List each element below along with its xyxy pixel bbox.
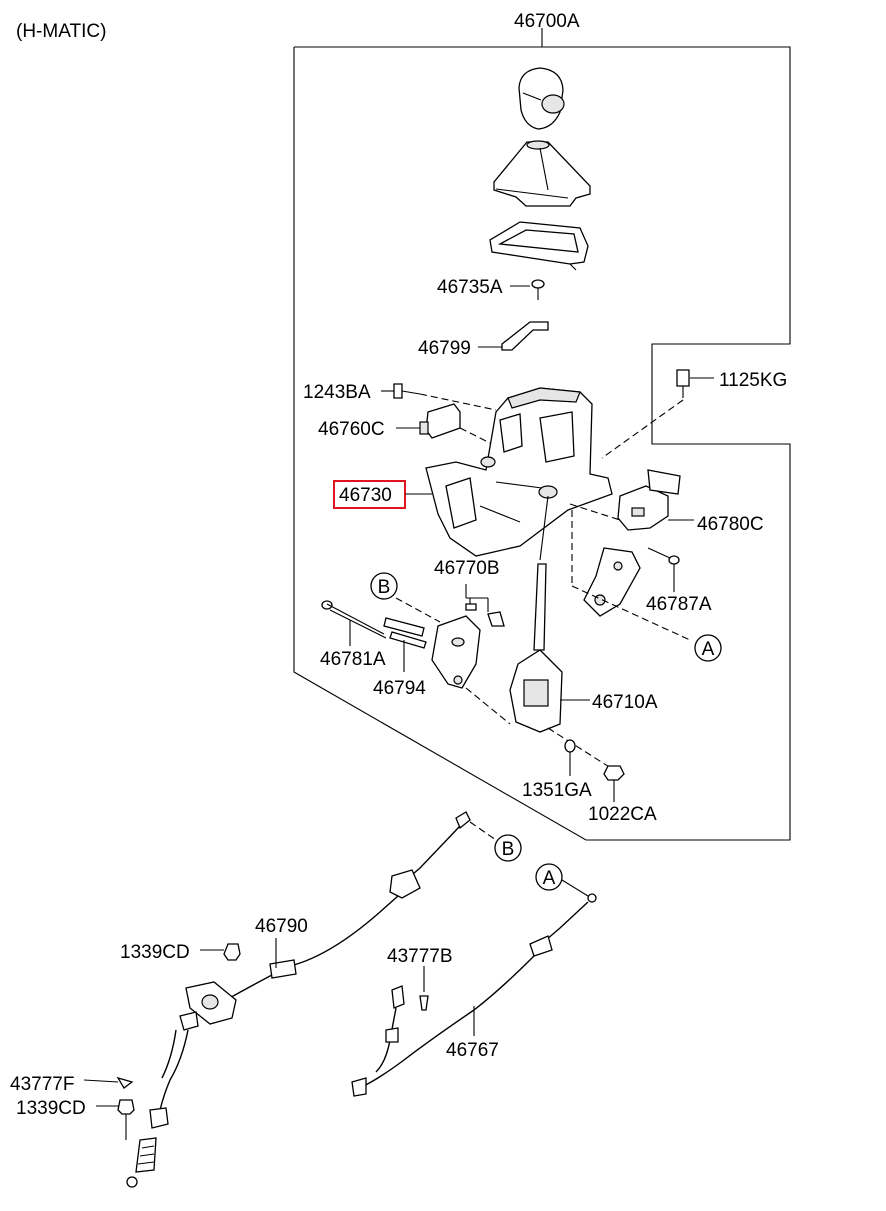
assembly-outline <box>293 28 791 841</box>
shift-cable-46790 <box>126 811 497 1188</box>
ref-a-upper-letter: A <box>702 639 715 660</box>
label-46790: 46790 <box>255 916 308 937</box>
label-1339cd-bottom: 1339CD <box>16 1098 86 1119</box>
label-1351ga: 1351GA <box>522 780 592 801</box>
label-46799: 46799 <box>418 338 471 359</box>
label-46767: 46767 <box>446 1040 499 1061</box>
label-1125kg: 1125KG <box>719 370 787 391</box>
bezel-frame <box>489 221 589 271</box>
label-46787a: 46787A <box>646 594 712 615</box>
screw-46787a <box>647 547 680 592</box>
label-46780c: 46780C <box>697 514 764 535</box>
label-46735a: 46735A <box>437 277 503 298</box>
ref-a-lower-letter: A <box>543 868 556 889</box>
label-46770b: 46770B <box>434 558 500 579</box>
label-46794: 46794 <box>373 678 426 699</box>
detent-lever <box>571 510 691 641</box>
bolt-46735a <box>510 279 545 300</box>
label-46760c: 46760C <box>318 419 385 440</box>
label-46710a: 46710A <box>592 692 658 713</box>
switch-46780c <box>569 469 694 531</box>
lever-46770b <box>465 584 505 627</box>
ref-a-lower: A <box>535 863 563 891</box>
ref-a-upper: A <box>694 634 722 662</box>
nut-1022ca <box>603 765 625 802</box>
ref-b-upper-letter: B <box>378 577 391 598</box>
nut-1339cd-bottom <box>96 1099 135 1140</box>
label-1339cd-top: 1339CD <box>120 942 190 963</box>
label-43777f: 43777F <box>10 1074 74 1095</box>
switch-46760c <box>396 403 493 445</box>
clip-43777f <box>83 1076 134 1089</box>
ref-b-lower-letter: B <box>502 839 515 860</box>
assembly-number-label: 46700A <box>514 11 580 32</box>
label-46730[interactable]: 46730 <box>339 485 392 506</box>
variant-title: (H-MATIC) <box>16 21 106 42</box>
clip-43777b <box>419 966 429 1011</box>
washer-1351ga <box>547 727 615 776</box>
solenoid-bracket <box>395 597 511 725</box>
shift-lever-46710a <box>509 563 590 733</box>
pin-46781a <box>321 600 387 646</box>
shift-knob <box>518 67 565 130</box>
label-1022ca: 1022CA <box>588 804 657 825</box>
nut-1339cd-top <box>200 943 241 961</box>
ref-b-lower: B <box>494 834 522 862</box>
bracket-46799 <box>478 321 549 351</box>
spring-46794 <box>383 617 427 672</box>
bolt-1243ba <box>381 383 497 411</box>
shift-boot <box>493 140 591 207</box>
bolt-1125kg <box>601 369 714 459</box>
shift-housing-46730 <box>425 387 613 561</box>
lock-cable-46767 <box>351 879 597 1097</box>
label-43777b: 43777B <box>387 946 453 967</box>
ref-b-upper: B <box>370 572 398 600</box>
label-1243ba: 1243BA <box>303 382 371 403</box>
label-46781a: 46781A <box>320 649 386 670</box>
